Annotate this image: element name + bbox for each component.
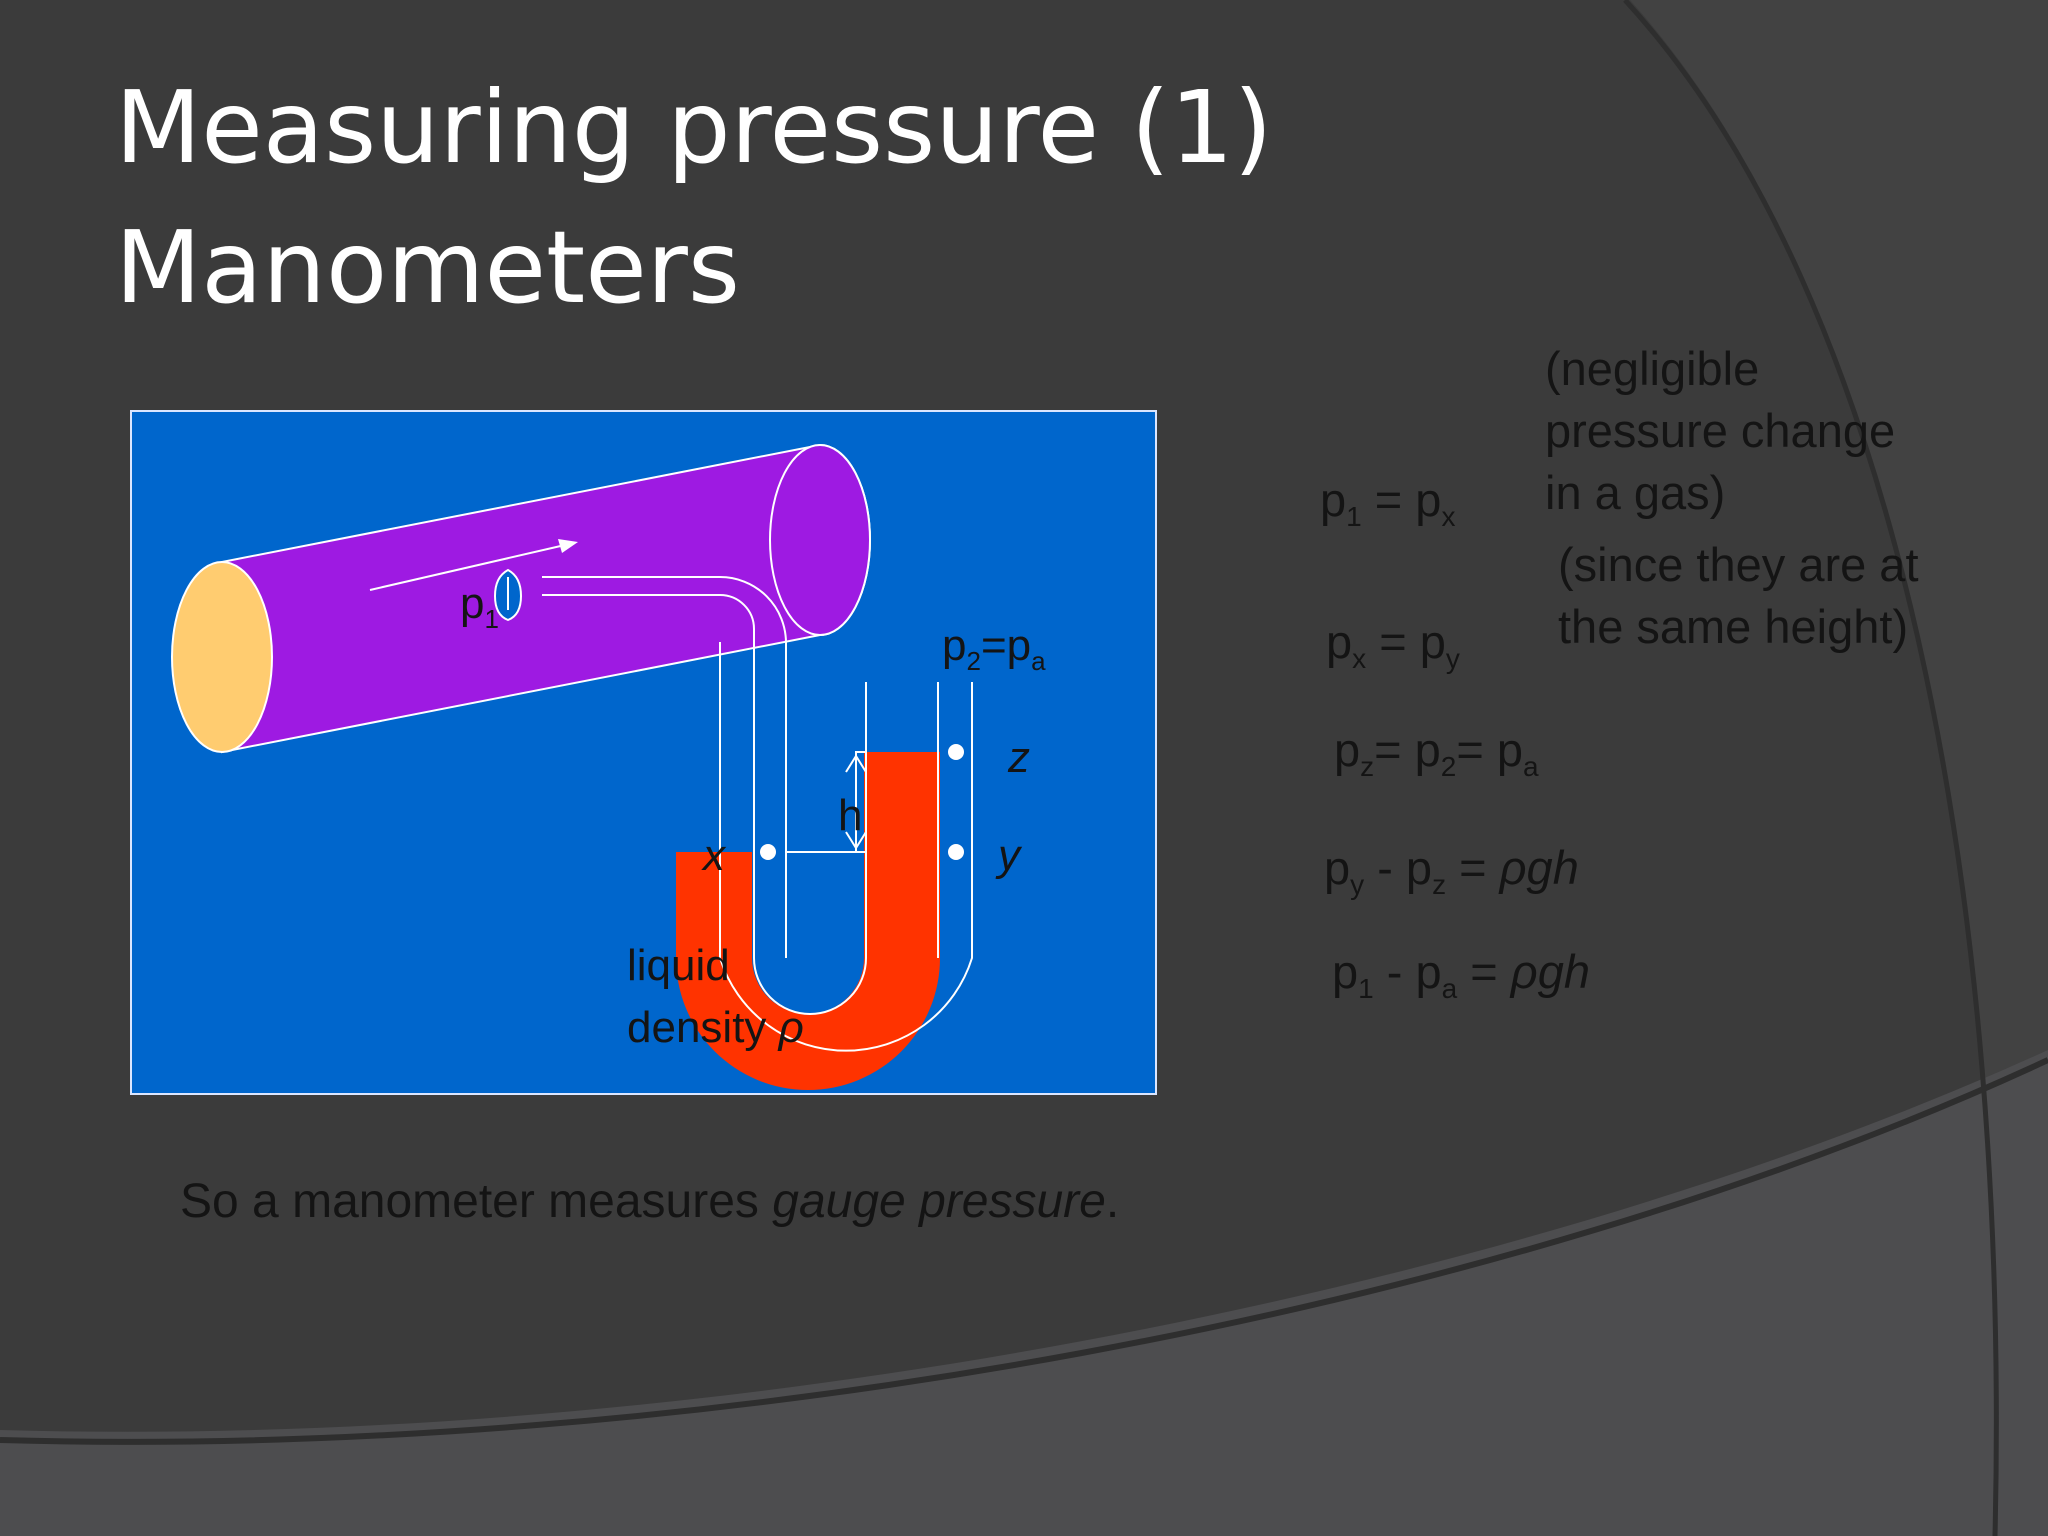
note-gas-text: (negligible pressure change in a gas) (1545, 342, 1896, 519)
label-x: x (701, 831, 727, 880)
manometer-diagram: p1 p2=pa z y x h liquid density ρ (130, 410, 1157, 1095)
equation-py-minus-pz: py - pz = ρgh (1324, 841, 1579, 900)
label-h: h (838, 791, 862, 840)
note-same-height: (since they are at the same height) (1558, 534, 1919, 658)
equation-p1-equals-px: p1 = px (1320, 473, 1456, 532)
label-p1: p1 (460, 579, 499, 634)
label-p2-equals-pa: p2=pa (942, 621, 1046, 676)
tube-probe-opening (493, 568, 523, 622)
flow-arrow-line (369, 544, 566, 591)
tube-probe-top-wall (542, 576, 787, 958)
h-arrow-down (845, 831, 867, 850)
manometer-liquid (676, 752, 940, 1090)
bottom-swoosh-edge (0, 1057, 2048, 1445)
equation-px-equals-py: px = py (1326, 615, 1460, 674)
tube-outer-wall (719, 642, 973, 1052)
point-y (948, 844, 964, 860)
flow-arrow-head (558, 539, 578, 553)
gauge-pressure-caption: So a manometer measures gauge pressure. (180, 1175, 1120, 1228)
label-z: z (1007, 733, 1030, 782)
point-z (948, 744, 964, 760)
pipe-far-end (769, 444, 871, 636)
label-liquid: liquid (627, 941, 730, 990)
slide-title-line2: Manometers (115, 209, 740, 326)
label-y: y (995, 831, 1023, 880)
h-arrow-up (845, 754, 867, 773)
tube-inner-wall (542, 594, 867, 1015)
right-swoosh-edge (1623, 0, 1999, 1536)
equation-p1-minus-pa: p1 - pa = ρgh (1332, 945, 1590, 1004)
equation-pz-equals-p2-equals-pa: pz= p2= pa (1334, 723, 1539, 782)
pipe-near-end (171, 561, 273, 753)
note-height-text: (since they are at the same height) (1558, 538, 1919, 653)
label-density: density ρ (627, 1003, 804, 1052)
slide-title-line1: Measuring pressure (1) (115, 69, 1273, 186)
right-swoosh (1630, 0, 2048, 1536)
note-negligible-pressure-change: (negligible pressure change in a gas) (1545, 338, 1895, 524)
bottom-swoosh (0, 1050, 2048, 1536)
point-x (760, 844, 776, 860)
